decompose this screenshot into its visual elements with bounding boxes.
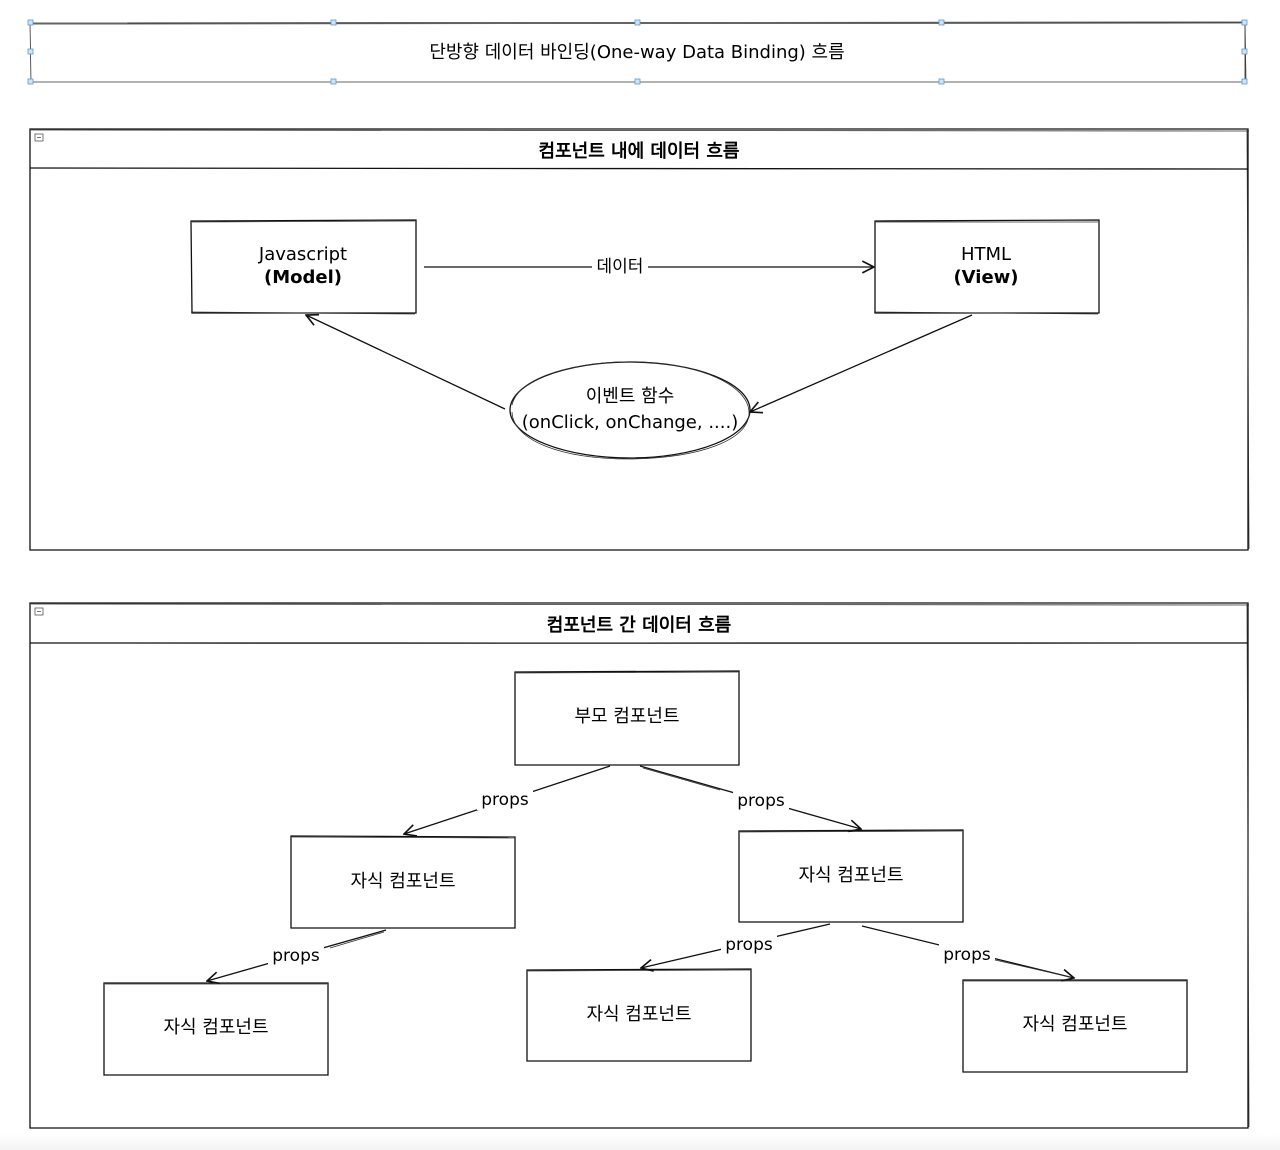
edge-props-label: props: [725, 935, 773, 955]
selection-handles[interactable]: [27, 19, 1248, 85]
event-node-line1: 이벤트 함수: [586, 386, 675, 407]
edge-view-to-event[interactable]: [750, 314, 973, 412]
grandchild-component-node-1[interactable]: 자식 컴포넌트: [103, 982, 329, 1076]
grandchild-1-label: 자식 컴포넌트: [163, 1017, 268, 1038]
bottom-edge-shadow: [0, 1134, 1280, 1150]
parent-component-node[interactable]: 부모 컴포넌트: [514, 670, 740, 766]
edge-event-to-model[interactable]: [306, 315, 506, 410]
view-node-line1: HTML: [961, 244, 1011, 265]
edge-props-label: props: [272, 946, 320, 966]
diagram-title: 단방향 데이터 바인딩(One-way Data Binding) 흐름: [429, 42, 844, 63]
edge-model-to-view[interactable]: 데이터: [424, 254, 874, 278]
model-node[interactable]: Javascript (Model): [190, 219, 417, 315]
grandchild-3-label: 자식 컴포넌트: [1022, 1014, 1127, 1035]
grandchild-component-node-2[interactable]: 자식 컴포넌트: [526, 968, 752, 1062]
section2-title: 컴포넌트 간 데이터 흐름: [547, 615, 731, 636]
child-component-node-left[interactable]: 자식 컴포넌트: [290, 835, 516, 929]
view-node-line2: (View): [953, 267, 1018, 288]
edge-props-label: props: [481, 790, 529, 810]
parent-node-label: 부모 컴포넌트: [574, 706, 679, 727]
edge-props-right-to-grandchild2[interactable]: props: [641, 923, 831, 968]
edge-data-label: 데이터: [597, 257, 644, 277]
section1-title: 컴포넌트 내에 데이터 흐름: [539, 141, 740, 162]
diagram-title-box[interactable]: 단방향 데이터 바인딩(One-way Data Binding) 흐름: [27, 19, 1248, 85]
grandchild-2-label: 자식 컴포넌트: [586, 1004, 691, 1025]
edge-props-parent-to-left[interactable]: props: [404, 765, 611, 834]
event-function-node[interactable]: 이벤트 함수 (onClick, onChange, ....): [509, 361, 751, 460]
grandchild-component-node-3[interactable]: 자식 컴포넌트: [962, 979, 1188, 1073]
model-node-line1: Javascript: [258, 244, 347, 265]
view-node[interactable]: HTML (View): [873, 219, 1100, 315]
edge-props-left-to-grandchild1[interactable]: props: [207, 929, 387, 981]
child-component-node-right[interactable]: 자식 컴포넌트: [738, 829, 964, 923]
section-between-components-flow[interactable]: 컴포넌트 간 데이터 흐름 부모 컴포넌트 자식 컴포넌트 자식 컴포넌트 자식…: [29, 602, 1250, 1129]
edge-props-right-to-grandchild3[interactable]: props: [861, 925, 1074, 978]
section-in-component-flow[interactable]: 컴포넌트 내에 데이터 흐름 Javascript (Model) HTML (…: [29, 128, 1250, 551]
edge-props-label: props: [943, 945, 991, 965]
model-node-line2: (Model): [264, 267, 342, 288]
child-left-label: 자식 컴포넌트: [350, 871, 455, 892]
child-right-label: 자식 컴포넌트: [798, 865, 903, 886]
edge-props-parent-to-right[interactable]: props: [639, 765, 861, 829]
edge-props-label: props: [737, 791, 785, 811]
event-node-line2: (onClick, onChange, ....): [522, 412, 738, 433]
